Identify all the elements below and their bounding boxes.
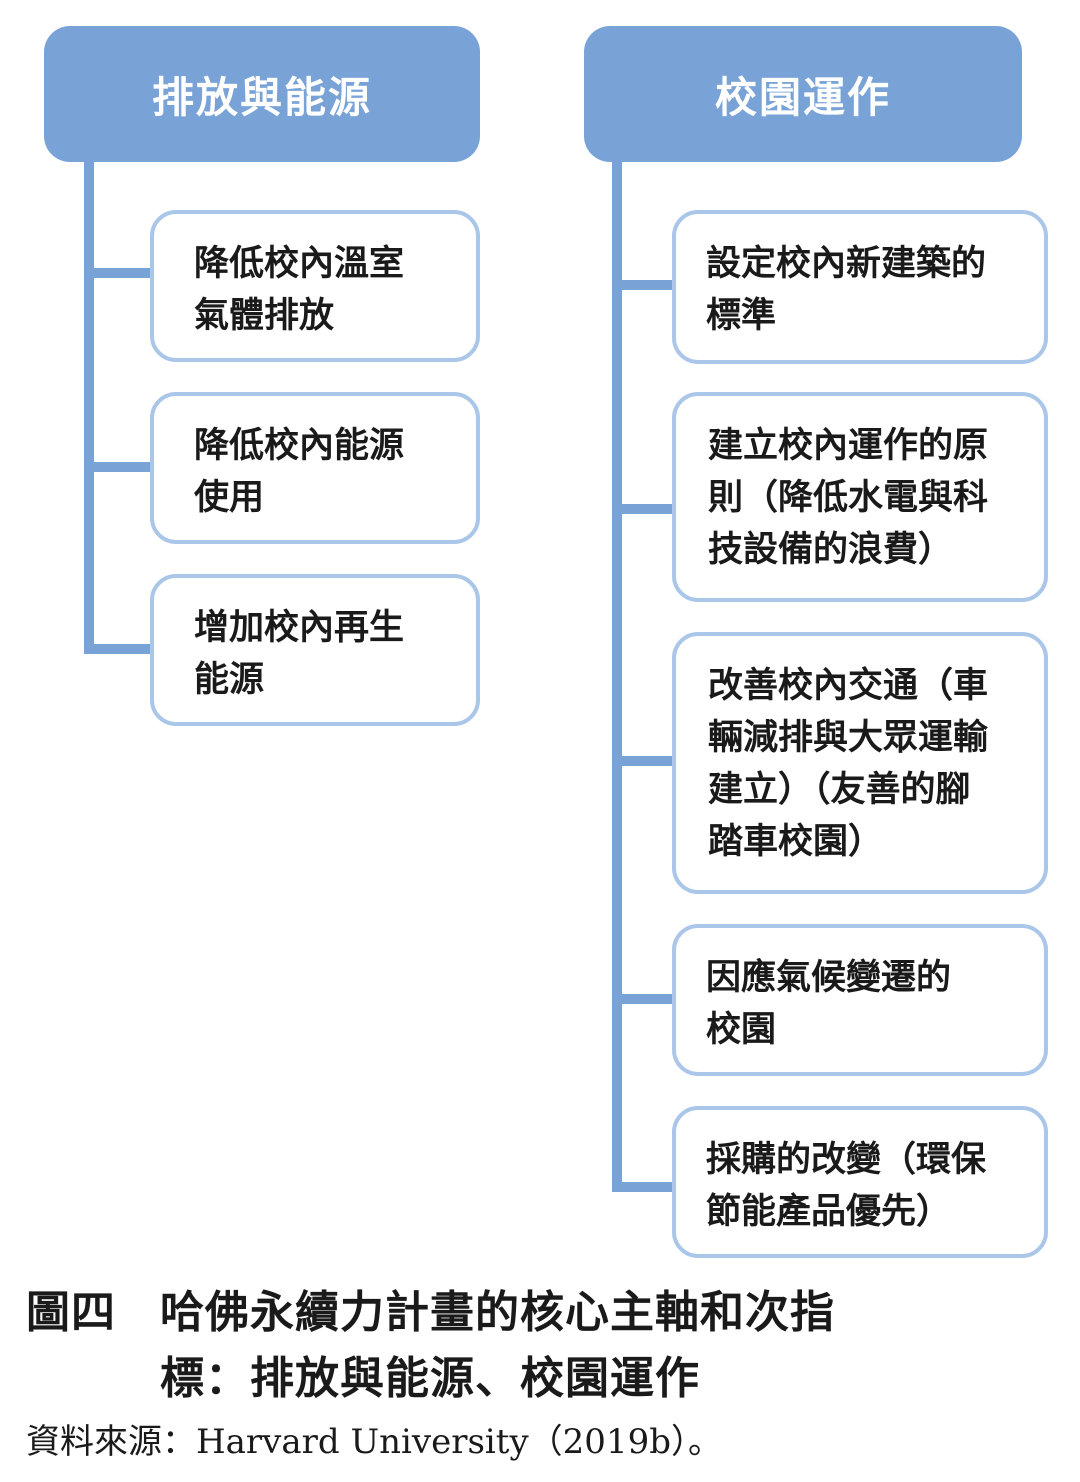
header-emissions-energy: 排放與能源 [44,26,480,162]
node-text-line: 採購的改變（環保 [706,1140,987,1180]
node-text-line: 增加校內再生 [194,608,405,648]
node-text-line: 踏車校園） [708,822,884,862]
node-text-line: 降低校內能源 [194,426,405,466]
left-branch-connector-2 [84,462,154,472]
right-branch-connector-1 [612,280,676,290]
node-text-line: 技設備的浪費） [708,530,954,570]
node-text-line: 建立校內運作的原 [708,426,989,466]
left-vertical-connector [84,160,94,654]
source-note: 資料來源：Harvard University（2019b）。 [26,1422,722,1462]
header-emissions-energy-label: 排放與能源 [151,72,372,122]
node-text-line: 氣體排放 [194,296,335,336]
figure-label: 圖四 [26,1287,116,1338]
node-text-line: 輛減排與大眾運輸 [708,718,989,758]
left-branch-connector-1 [84,268,154,278]
node-text-line: 標準 [706,296,777,336]
node-text-line: 校園 [706,1010,777,1050]
header-campus-operations: 校園運作 [584,26,1022,162]
node-text-line: 降低校內溫室 [194,244,405,284]
node-text-line: 則（降低水電與科 [708,478,989,518]
node-text-line: 因應氣候變遷的 [706,958,952,998]
node-climate-adaptive-campus: 因應氣候變遷的 校園 [672,924,1048,1076]
header-campus-operations-label: 校園運作 [714,72,891,122]
node-text-line: 設定校內新建築的 [706,244,987,284]
node-text-line: 建立）（友善的腳 [708,770,971,810]
figure-caption-line-2: 標：排放與能源、校園運作 [160,1353,700,1404]
right-branch-connector-2 [612,504,676,514]
right-vertical-connector [612,160,622,1192]
right-branch-connector-3 [612,756,676,766]
node-text-line: 節能產品優先） [706,1192,952,1232]
node-increase-renewable-energy: 增加校內再生 能源 [150,574,480,726]
node-new-building-standards: 設定校內新建築的 標準 [672,210,1048,364]
node-text-line: 改善校內交通（車 [708,666,989,706]
node-improve-campus-transport: 改善校內交通（車 輛減排與大眾運輸 建立）（友善的腳 踏車校園） [672,632,1048,894]
node-procurement-change: 採購的改變（環保 節能產品優先） [672,1106,1048,1258]
node-text-line: 使用 [194,478,265,518]
node-reduce-energy-use: 降低校內能源 使用 [150,392,480,544]
node-operation-principles: 建立校內運作的原 則（降低水電與科 技設備的浪費） [672,392,1048,602]
right-branch-connector-5 [612,1182,676,1192]
figure-caption-line-1: 哈佛永續力計畫的核心主軸和次指 [160,1287,835,1338]
left-branch-connector-3 [84,644,154,654]
node-reduce-greenhouse-emissions: 降低校內溫室 氣體排放 [150,210,480,362]
node-text-line: 能源 [194,660,265,700]
right-branch-connector-4 [612,994,676,1004]
